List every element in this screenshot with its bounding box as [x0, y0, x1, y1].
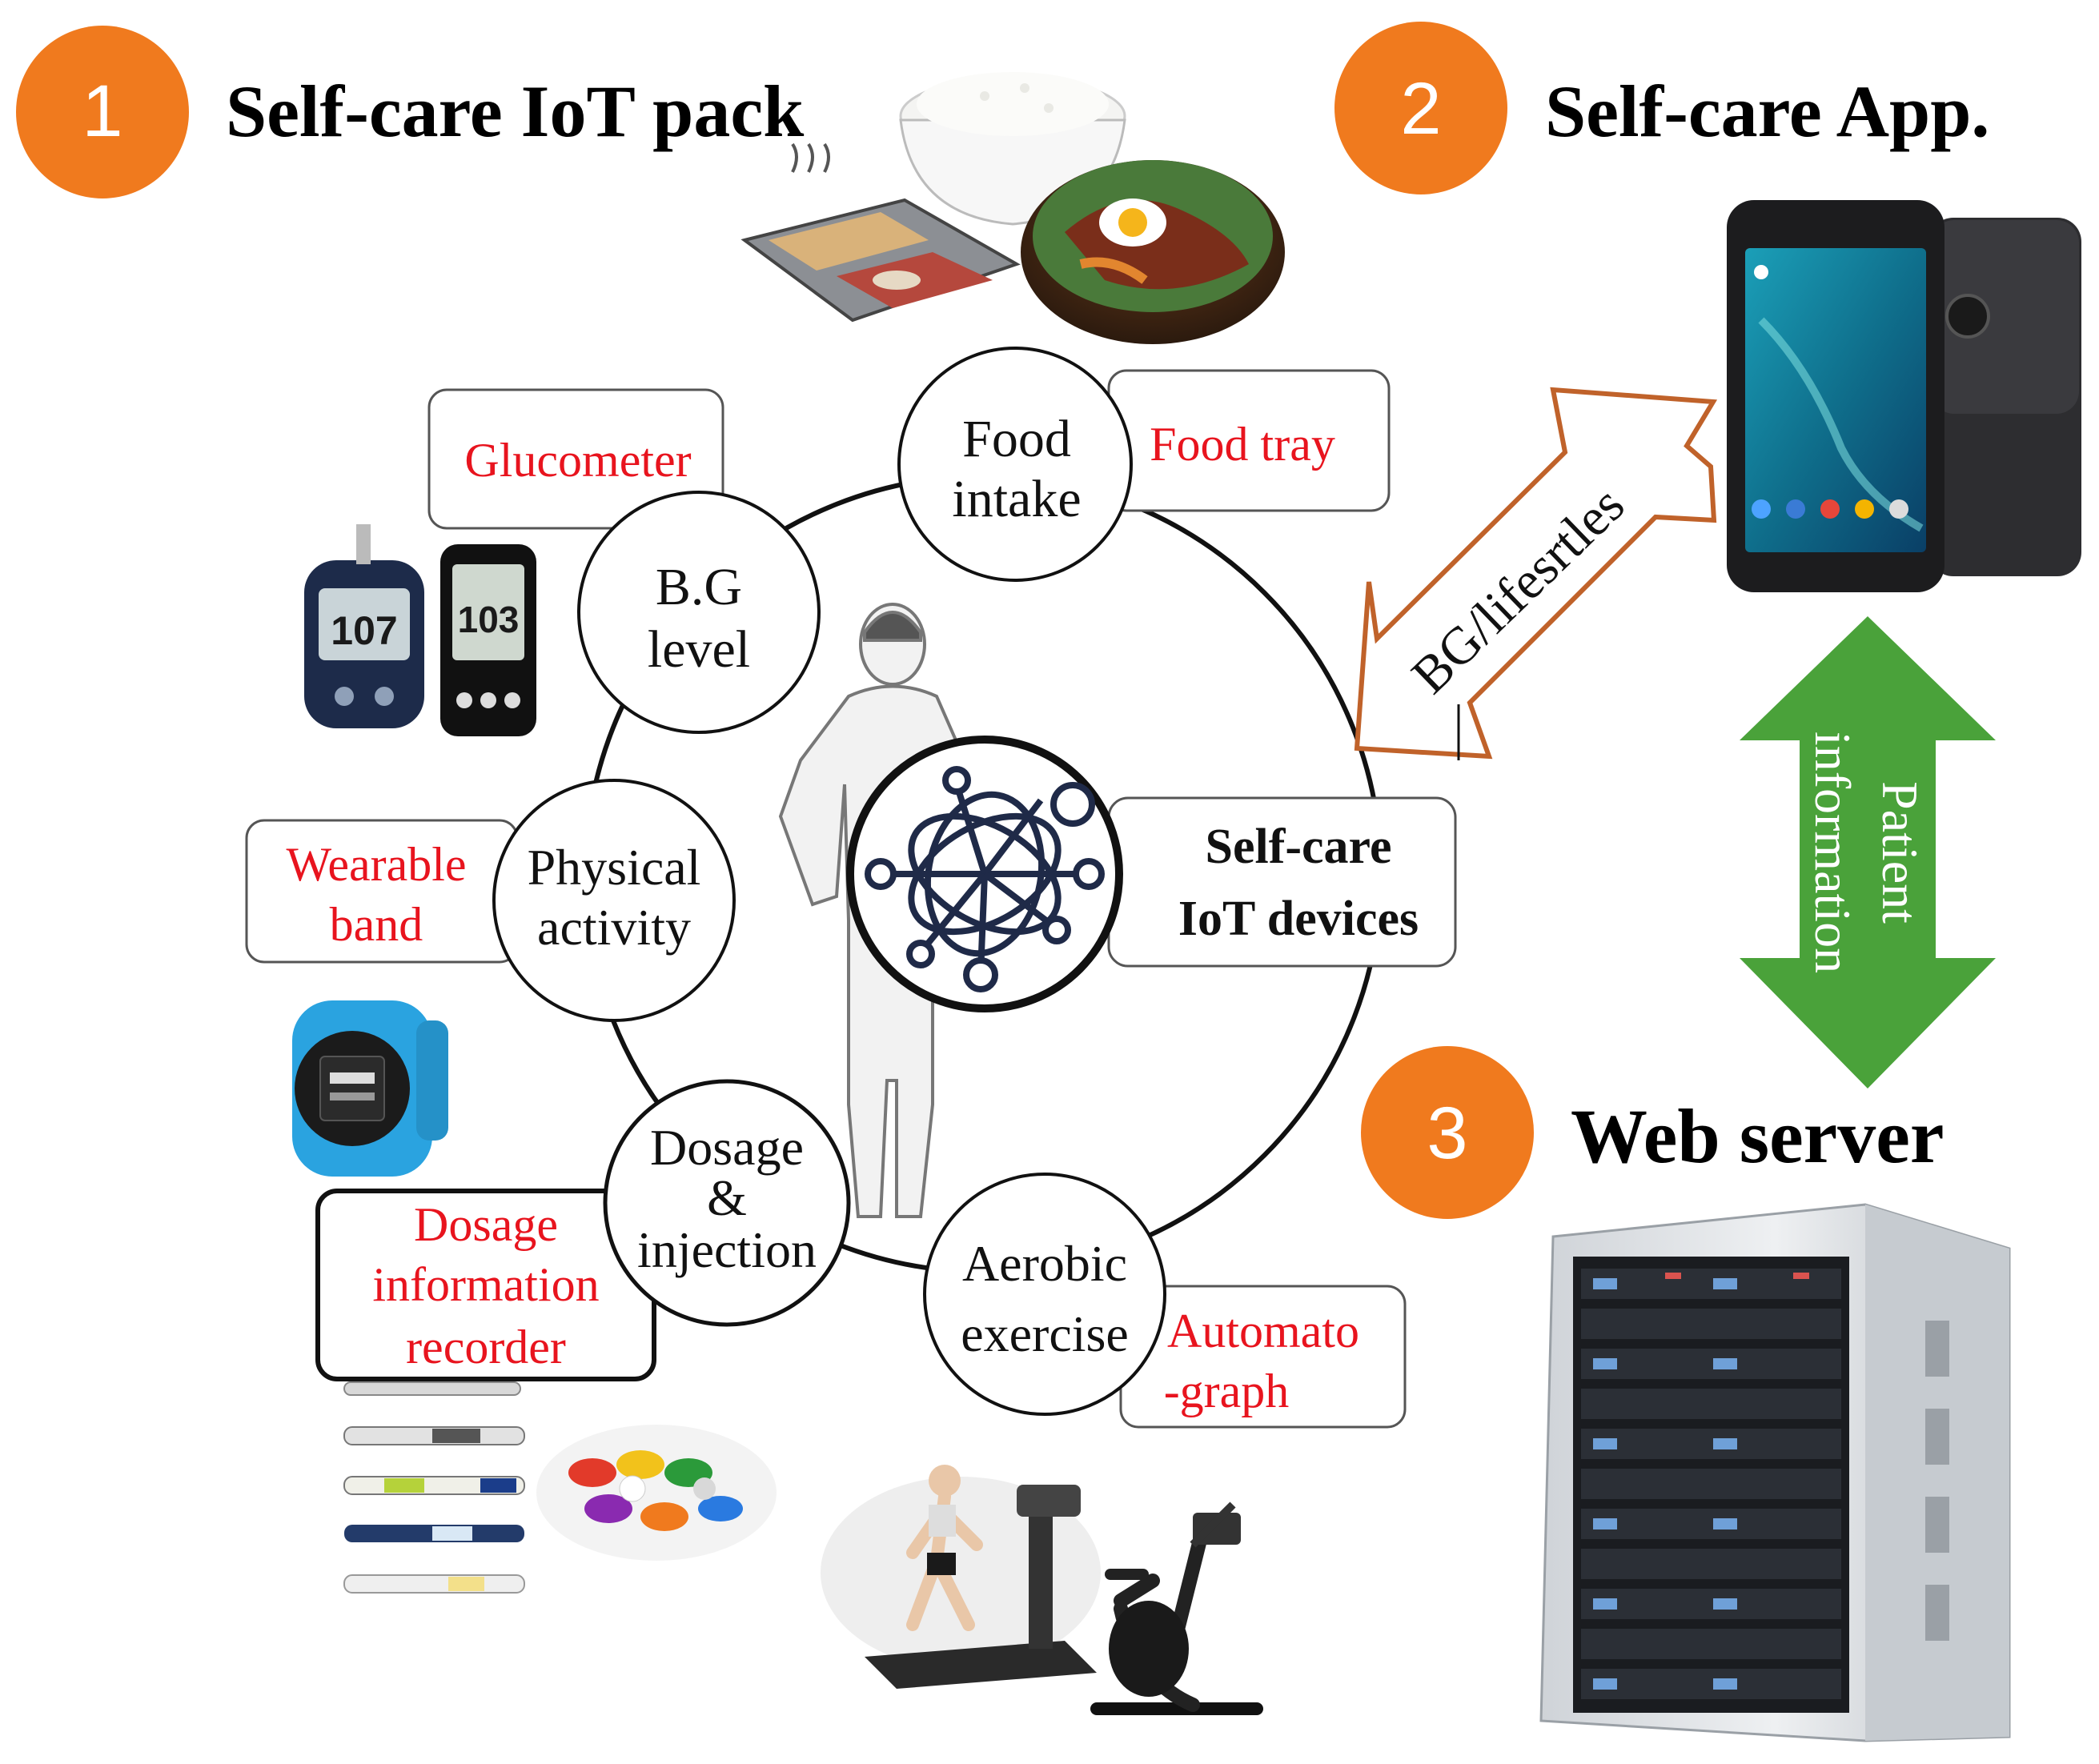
device-label-wearable-line1: Wearable — [287, 838, 467, 891]
node-physical-activity: Wearable band Physical activity — [245, 779, 736, 1022]
node-dosage-line1: Dosage — [650, 1119, 804, 1176]
node-circle-dosage — [603, 1079, 851, 1327]
node-circle-bg — [577, 491, 821, 734]
badge-2 — [1334, 22, 1507, 194]
treadmill-icon — [821, 1465, 1101, 1689]
node-dosage-line2: & — [707, 1169, 747, 1226]
food-tray-icon — [740, 142, 1021, 323]
hub-iot-devices: Self-care IoT devices — [1107, 796, 1457, 968]
node-food-line1: Food — [962, 410, 1071, 468]
device-label-food-tray: Food tray — [1150, 418, 1335, 471]
badge-1-number: 1 — [82, 70, 122, 152]
device-label-automatograph-line1: Automato — [1167, 1305, 1359, 1357]
section-pack-header: 1 Self-care IoT pack — [16, 26, 805, 198]
node-aerobic-exercise: Automato -graph Aerobic exercise — [923, 1173, 1407, 1429]
patient-arrow-label-line2: information — [1804, 732, 1861, 973]
glucometer-reading-left: 107 — [331, 608, 397, 653]
device-label-wearable-line2: band — [330, 898, 423, 951]
glucometer-reading-right: 103 — [458, 599, 520, 640]
node-circle-aerobic — [923, 1173, 1166, 1416]
device-label-glucometer: Glucometer — [464, 434, 691, 487]
node-physical-line2: activity — [537, 899, 691, 956]
device-label-dosage-line2: information — [372, 1258, 599, 1311]
bibimbap-bowl-icon — [1021, 160, 1285, 344]
app-title: Self-care App. — [1545, 70, 1989, 152]
pack-title: Self-care IoT pack — [226, 70, 805, 152]
node-dosage-line3: injection — [637, 1221, 817, 1278]
pills-icon — [536, 1425, 777, 1561]
badge-3 — [1361, 1046, 1534, 1219]
smartphone-icon — [1727, 200, 2081, 592]
network-icon — [846, 736, 1123, 1012]
device-label-dosage-line3: recorder — [406, 1321, 566, 1373]
node-food-line2: intake — [952, 470, 1081, 528]
device-label-automatograph-line2: -graph — [1164, 1365, 1290, 1417]
exercise-bike-icon — [1090, 1501, 1263, 1715]
server-title: Web server — [1571, 1093, 1944, 1179]
node-circle-food — [897, 347, 1133, 582]
rice-bowl-icon — [899, 72, 1126, 226]
server-rack-icon — [1539, 1203, 2011, 1742]
node-bg-level: Glucometer B.G level — [427, 388, 821, 734]
node-bg-line2: level — [648, 620, 750, 679]
device-label-dosage-line1: Dosage — [414, 1198, 558, 1251]
node-aerobic-line1: Aerobic — [962, 1235, 1127, 1292]
insulin-pen-icon — [343, 1381, 525, 1594]
node-food-intake: Food tray Food intake — [897, 347, 1391, 582]
badge-3-number: 3 — [1427, 1092, 1467, 1174]
glucometer-icon: 107 103 — [304, 524, 536, 736]
node-bg-line1: B.G — [656, 558, 742, 616]
node-dosage-injection: Dosage information recorder Dosage & inj… — [315, 1079, 851, 1381]
badge-1 — [16, 26, 189, 198]
node-circle-physical — [492, 779, 736, 1022]
patient-info-arrow: Patient information — [1740, 616, 1996, 1088]
patient-arrow-label-line1: Patient — [1872, 781, 1928, 924]
sync-arrow: BG/lifesrtles — [1354, 387, 1718, 760]
section-server-header: 3 Web server — [1361, 1046, 1944, 1219]
section-app-header: 2 Self-care App. — [1334, 22, 1989, 194]
wearable-band-icon — [292, 1000, 448, 1177]
device-box-glucometer — [427, 388, 724, 530]
hub-label-line1: Self-care — [1206, 820, 1392, 874]
hub-label-line2: IoT devices — [1178, 892, 1419, 946]
node-aerobic-line2: exercise — [961, 1305, 1129, 1362]
badge-2-number: 2 — [1400, 68, 1441, 150]
node-physical-line1: Physical — [528, 839, 701, 896]
